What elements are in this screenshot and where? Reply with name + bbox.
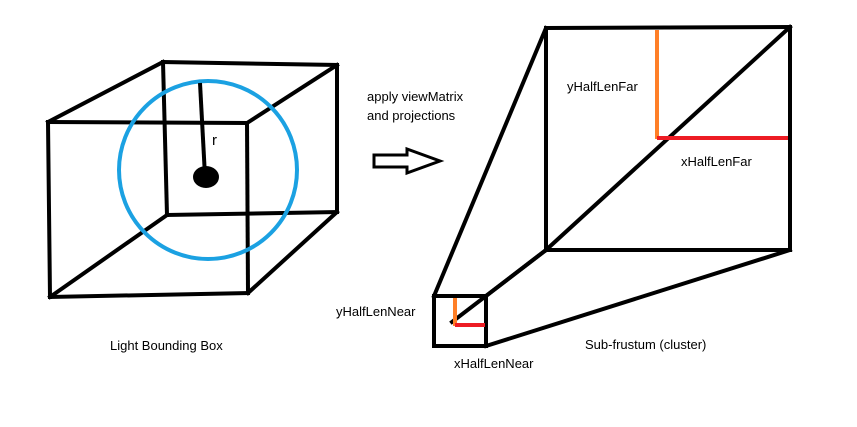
radius-label: r — [212, 132, 217, 149]
light-source-dot — [193, 166, 219, 188]
sub-frustum: yHalfLenFar xHalfLenFar yHalfLenNear xHa… — [336, 24, 793, 371]
hollow-right-arrow-icon — [372, 146, 445, 176]
y-half-len-near-label: yHalfLenNear — [336, 304, 416, 319]
y-half-len-far-label: yHalfLenFar — [567, 79, 638, 94]
sub-frustum-caption: Sub-frustum (cluster) — [585, 337, 706, 352]
radius-line — [198, 82, 207, 177]
cube-back-face — [160, 59, 340, 218]
light-box-caption: Light Bounding Box — [110, 338, 223, 353]
frustum-near-face — [432, 294, 488, 348]
cube-front-face — [45, 119, 251, 300]
x-half-len-far-label: xHalfLenFar — [681, 154, 752, 169]
frustum-far-face — [543, 24, 793, 252]
transform-arrow-group: apply viewMatrix and projections — [367, 89, 464, 176]
light-sphere-outline — [117, 79, 299, 261]
cube-depth-edges — [45, 59, 340, 300]
light-bounding-box: r Light Bounding Box — [45, 59, 340, 353]
arrow-label-line2: and projections — [367, 108, 456, 123]
x-half-len-near-label: xHalfLenNear — [454, 356, 534, 371]
frustum-side-edges — [431, 25, 793, 349]
arrow-label-line1: apply viewMatrix — [367, 89, 464, 104]
